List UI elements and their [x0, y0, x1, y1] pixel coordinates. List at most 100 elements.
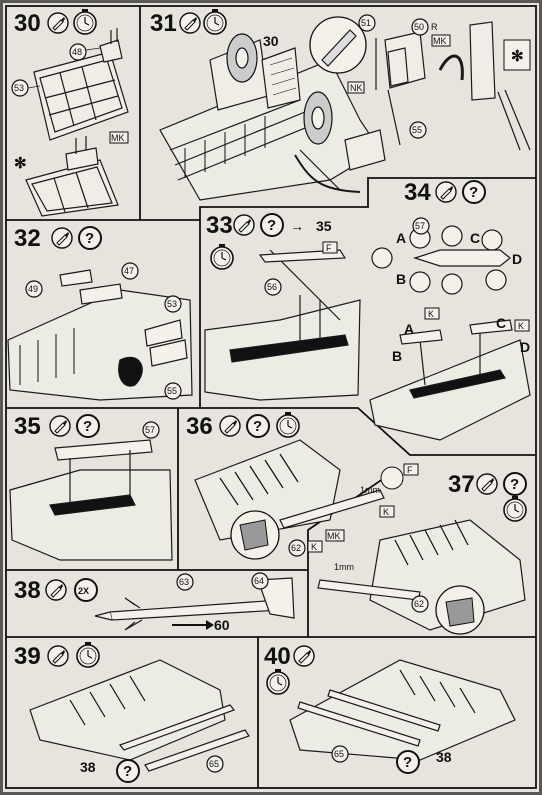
- step-number: 39: [14, 643, 41, 670]
- part-number-63: 63: [179, 577, 189, 587]
- arrow-icon: →: [290, 218, 304, 234]
- step-34: 34 ? 57 A B C D A B C D K K: [369, 179, 531, 441]
- color-code-box: [109, 131, 129, 144]
- color-code-box: [431, 34, 451, 47]
- color-code-k: K: [383, 507, 389, 517]
- missile-part: [94, 577, 295, 631]
- callout-circle: [251, 572, 269, 590]
- point-d-lower: D: [520, 339, 530, 355]
- color-code-mk: MK: [111, 133, 125, 143]
- star-icon: ✻: [511, 48, 524, 65]
- part-number-38: 38: [80, 759, 96, 775]
- color-code-box: [379, 505, 395, 518]
- color-code-box: [403, 463, 419, 476]
- part-number-51: 51: [361, 18, 371, 28]
- callout-circle: [164, 295, 182, 313]
- part-number-65: 65: [334, 749, 344, 759]
- part-number-49: 49: [28, 284, 38, 294]
- glue-tube-icon: [476, 473, 498, 495]
- color-code-mk: MK: [327, 531, 341, 541]
- question-mark: ?: [267, 217, 276, 234]
- part-number-55: 55: [412, 125, 422, 135]
- step-33: 33 ? → 35 56 F: [204, 212, 361, 401]
- callout-circle: [411, 18, 429, 36]
- part-number-47: 47: [124, 266, 134, 276]
- color-code-box: [325, 529, 345, 542]
- question-mark: ?: [469, 184, 478, 201]
- part-number-57: 57: [145, 425, 155, 435]
- callout-circle: [69, 43, 87, 61]
- glue-tube-icon: [47, 12, 69, 34]
- color-code-f: F: [407, 465, 413, 475]
- question-mark: ?: [253, 418, 262, 435]
- part-number-50: 50: [414, 22, 424, 32]
- callout-circle: [176, 573, 194, 591]
- point-b-lower: B: [392, 348, 402, 364]
- part-number-62: 62: [414, 599, 424, 609]
- ejection-seat-part: [375, 21, 531, 151]
- reference-30: 30: [263, 33, 279, 49]
- step-39: 39 38 65 ?: [14, 641, 250, 783]
- color-code-box: [307, 540, 323, 553]
- callout-circle: [331, 745, 349, 763]
- color-code-box: [322, 241, 338, 254]
- glue-tube-icon: [219, 415, 241, 437]
- fuselage-interior: [159, 33, 386, 201]
- star-icon: ✻: [14, 155, 27, 172]
- callout-circle: [411, 595, 429, 613]
- step-number: 31: [150, 10, 177, 37]
- step-number: 36: [186, 413, 213, 440]
- multiplier-2x: 2X: [78, 586, 89, 596]
- part-number-56: 56: [267, 282, 277, 292]
- part-number-57: 57: [415, 221, 425, 231]
- color-code-mk: MK: [433, 36, 447, 46]
- part-number-55: 55: [167, 386, 177, 396]
- intake-pylon-assembly: [194, 439, 385, 541]
- callout-circle: [264, 278, 282, 296]
- part-number-38: 38: [436, 749, 452, 765]
- part-number-53: 53: [14, 83, 24, 93]
- glue-tube-icon: [49, 415, 71, 437]
- question-mark: ?: [510, 476, 519, 493]
- cockpit-tub-part: [33, 28, 129, 141]
- step-36: 36 ? 62 1mm F K K MK: [186, 411, 419, 560]
- question-mark: ?: [85, 230, 94, 247]
- glue-tube-icon: [45, 579, 67, 601]
- cockpit-tub-part-lower: [25, 136, 119, 217]
- color-code-k: K: [428, 309, 434, 319]
- color-code-box: [514, 319, 530, 332]
- glue-tube-icon: [179, 12, 201, 34]
- color-code-f: F: [326, 243, 332, 253]
- question-mark: ?: [83, 418, 92, 435]
- color-code-k: K: [311, 542, 317, 552]
- star-box: [503, 39, 531, 71]
- glue-tube-icon: [51, 227, 73, 249]
- point-c: C: [470, 230, 480, 246]
- step-30: 30 48 53 ✻ MK: [11, 8, 129, 217]
- step-35: 35 ? 57: [9, 413, 173, 561]
- step-31: 31 30 5: [150, 8, 531, 201]
- part-number-64: 64: [254, 576, 264, 586]
- wing-with-missiles: [29, 659, 250, 772]
- step-number: 38: [14, 577, 41, 604]
- callout-circle: [25, 280, 43, 298]
- question-mark: ?: [123, 763, 132, 780]
- glue-tube-icon: [47, 645, 69, 667]
- wing-root-section: [204, 249, 361, 401]
- point-d: D: [512, 251, 522, 267]
- callout-circle: [164, 382, 182, 400]
- callout-circle: [409, 121, 427, 139]
- panel-grid: [5, 5, 537, 789]
- step-32: 32 ? 49 47 53 55: [7, 225, 193, 401]
- fuselage-section: [7, 269, 193, 401]
- step-37: 37 ? 1mm 62: [317, 471, 527, 635]
- step-number: 33: [206, 212, 233, 239]
- color-code-nk: NK: [350, 83, 363, 93]
- point-b: B: [396, 271, 406, 287]
- part-number-53: 53: [167, 299, 177, 309]
- dimension-1mm: 1mm: [360, 485, 380, 495]
- detail-circle-small: [380, 466, 404, 490]
- color-code-k: K: [518, 321, 524, 331]
